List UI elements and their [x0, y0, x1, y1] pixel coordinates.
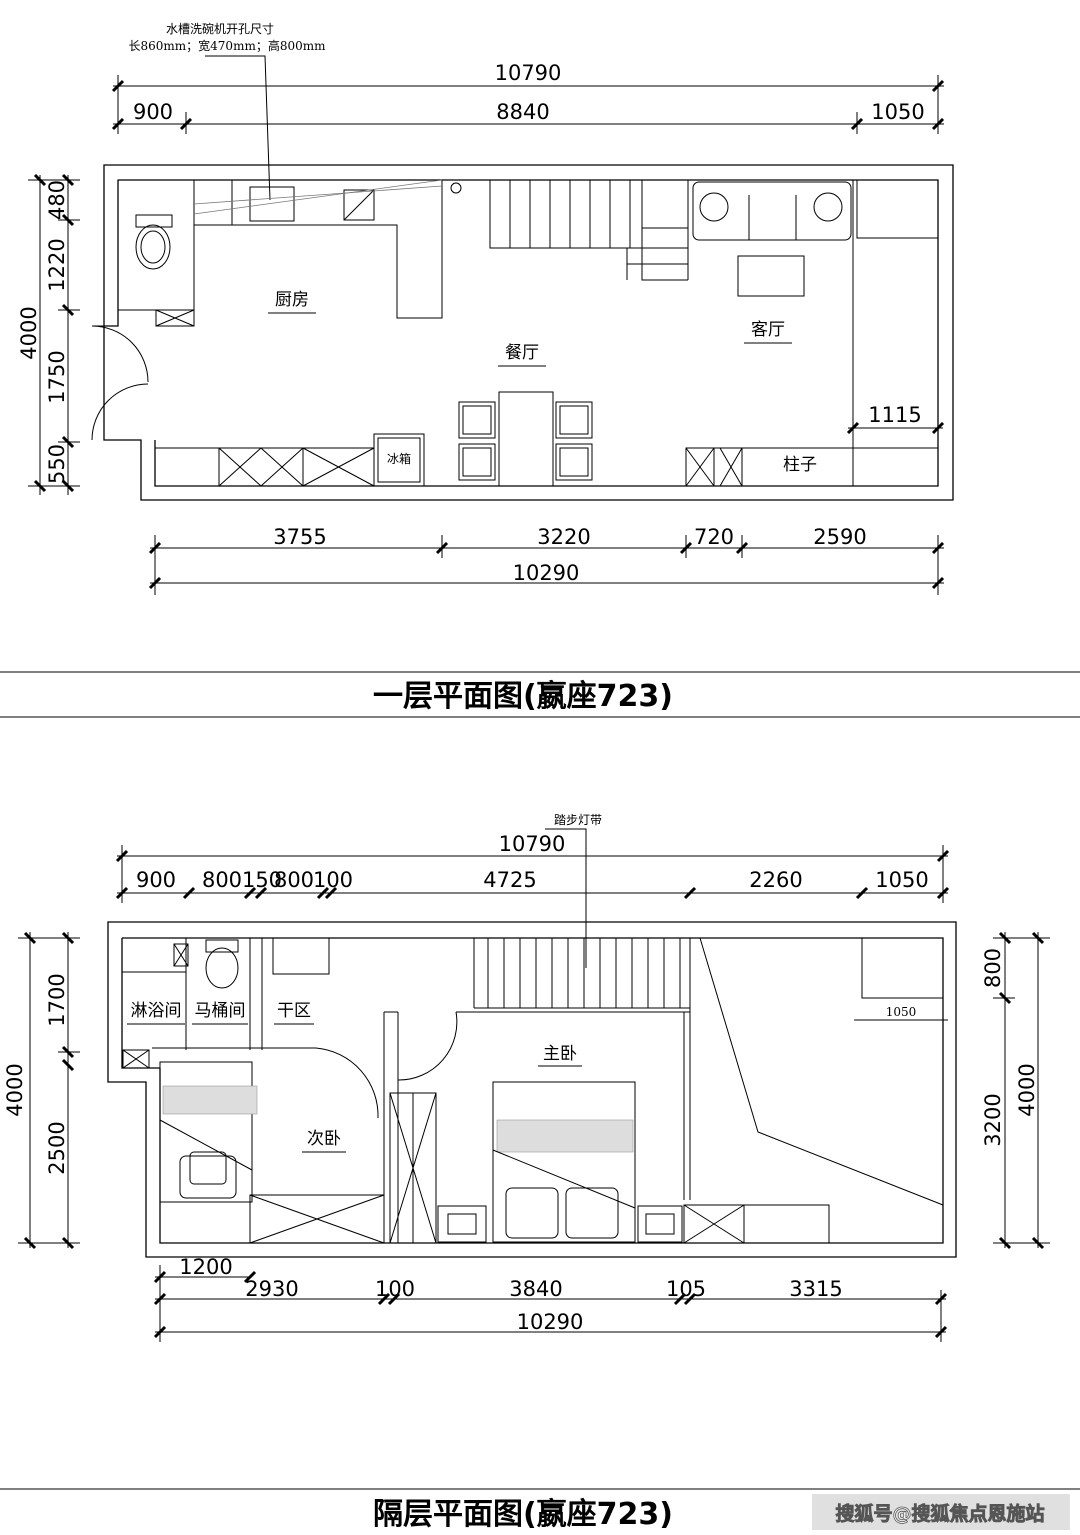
plan2-bedroom2-door	[315, 1047, 379, 1119]
plan2-dim-right-1: 800	[981, 948, 1005, 988]
plan1-sofa	[692, 181, 852, 297]
plan2-dim-bottom-2: 100	[375, 1277, 415, 1301]
plan1-dim-left-4: 550	[45, 444, 69, 484]
plan1-dim-top-right: 1050	[871, 100, 924, 124]
plan1-dim-bottom-2: 3220	[537, 525, 590, 549]
plan1-dim-bottom-3: 720	[694, 525, 734, 549]
plan1-dim-top-left: 900	[133, 100, 173, 124]
room-kitchen: 厨房	[275, 290, 309, 310]
plan1-stairs	[489, 180, 689, 281]
plan2-bottom-dimensions: 1200 2930 100 3840 105 3315 10290	[153, 1255, 948, 1342]
plan2-bathroom	[122, 937, 330, 1069]
plan1: 水槽洗碗机开孔尺寸 长860mm；宽470mm；高800mm 10790 900…	[0, 21, 1080, 718]
plan2-dim-top-5: 100	[313, 868, 353, 892]
watermark: 搜狐号@搜狐焦点恩施站	[812, 1494, 1070, 1530]
plan2-dim-top-total: 10790	[499, 832, 566, 856]
plan2-dim-top-7: 2260	[749, 868, 802, 892]
plan2-dim-bottom-total: 10290	[517, 1310, 584, 1334]
plan1-bottom-dimensions: 3755 3220 720 2590 10290	[148, 525, 945, 595]
plan1-walls	[91, 164, 954, 501]
plan1-bathroom	[117, 179, 195, 327]
plan2-dim-right-total: 4000	[1015, 1063, 1039, 1116]
plan2-dim-bottom-3: 3840	[509, 1277, 562, 1301]
plan2-dim-bottom-0: 1200	[179, 1255, 232, 1279]
fridge-label: 冰箱	[387, 451, 411, 466]
washbasin-icon	[272, 937, 330, 975]
plan1-dim-left-3: 1750	[45, 350, 69, 403]
plan1-top-dimensions: 10790 900 8840 1050	[111, 61, 945, 134]
plan2-dim-bottom-4: 105	[666, 1277, 706, 1301]
plan2: 踏步灯带 10790 900 800 150 800 100 4725	[0, 813, 1080, 1532]
plan2-wardrobe	[389, 1092, 437, 1244]
bed-icon	[159, 1061, 253, 1203]
sofa-icon	[692, 181, 852, 241]
plan1-dining-table	[458, 391, 593, 487]
plan2-title: 隔层平面图(嬴座723)	[373, 1497, 673, 1532]
plan1-dim-left-1: 480	[45, 180, 69, 220]
watermark-text: 搜狐号@搜狐焦点恩施站	[835, 1502, 1044, 1525]
plan2-dim-top-4: 800	[274, 868, 314, 892]
plan2-right-dimensions: 800 3200 4000	[981, 931, 1050, 1250]
plan1-entry-door	[91, 325, 149, 383]
plan1-right-cabinet: 1115	[846, 179, 945, 486]
room-second-bedroom: 次卧	[307, 1129, 341, 1149]
coffee-table	[737, 255, 805, 297]
toilet-icon	[135, 214, 173, 228]
plan1-annotation-line2: 长860mm；宽470mm；高800mm	[129, 38, 327, 53]
plan1-annotation-leader	[205, 55, 271, 201]
plan2-left-dimensions: 4000 1700 2500	[3, 931, 80, 1250]
plan2-dim-left-1: 1700	[45, 973, 69, 1026]
room-dry-area: 干区	[277, 1001, 311, 1021]
plan2-dim-top-6: 4725	[483, 868, 536, 892]
fridge	[373, 433, 425, 487]
plan2-master-door	[397, 1011, 458, 1081]
plan1-dim-inner: 1115	[868, 403, 921, 427]
plan2-dim-bottom-1: 2930	[245, 1277, 298, 1301]
plan2-dim-left-total: 4000	[3, 1063, 27, 1116]
plan2-bed-second	[159, 1061, 385, 1244]
room-toilet: 马桶间	[195, 1001, 246, 1021]
plan2-dim-top-2: 800	[202, 868, 242, 892]
bed-icon-master	[492, 1081, 636, 1243]
plan1-kitchen-counter	[193, 179, 462, 319]
room-shower: 淋浴间	[131, 1001, 182, 1021]
room-column: 柱子	[783, 455, 817, 475]
room-master-bedroom: 主卧	[543, 1044, 577, 1064]
plan1-dim-left-2: 1220	[45, 238, 69, 291]
plan1-dim-bottom-1: 3755	[273, 525, 326, 549]
plan1-dim-bottom-4: 2590	[813, 525, 866, 549]
plan1-title: 一层平面图(嬴座723)	[373, 679, 673, 714]
plan1-dim-total-top: 10790	[495, 61, 562, 85]
plan2-top-dimensions: 10790 900 800 150 800 100 4725 2260 1050	[115, 832, 950, 903]
room-living: 客厅	[751, 320, 785, 340]
plan1-annotation-line1: 水槽洗碗机开孔尺寸	[166, 21, 274, 36]
plan2-dim-top-1: 900	[136, 868, 176, 892]
plan2-annotation: 踏步灯带	[554, 813, 602, 827]
toilet-icon-2	[205, 939, 239, 953]
plan2-stairs	[473, 938, 691, 1009]
plan2-void: 1050	[699, 937, 948, 1206]
plan2-dim-top-3: 150	[242, 868, 282, 892]
plan2-bed-master	[437, 1081, 830, 1244]
plan1-dim-bottom-total: 10290	[513, 561, 580, 585]
plan2-dim-inner: 1050	[886, 1005, 917, 1019]
table-icon	[498, 391, 554, 487]
plan1-dim-top-mid: 8840	[496, 100, 549, 124]
room-dining: 餐厅	[505, 343, 539, 363]
plan2-dim-bottom-5: 3315	[789, 1277, 842, 1301]
plan2-dim-left-2: 2500	[45, 1121, 69, 1174]
plan2-dim-right-2: 3200	[981, 1093, 1005, 1146]
sink-icon	[249, 186, 295, 222]
plan1-left-dimensions: 4000 480 1220 1750 550	[17, 173, 80, 495]
plan2-dim-top-8: 1050	[875, 868, 928, 892]
plan1-dim-left-total: 4000	[17, 306, 41, 359]
plan1-bottom-cabinets: 冰箱	[155, 433, 938, 487]
